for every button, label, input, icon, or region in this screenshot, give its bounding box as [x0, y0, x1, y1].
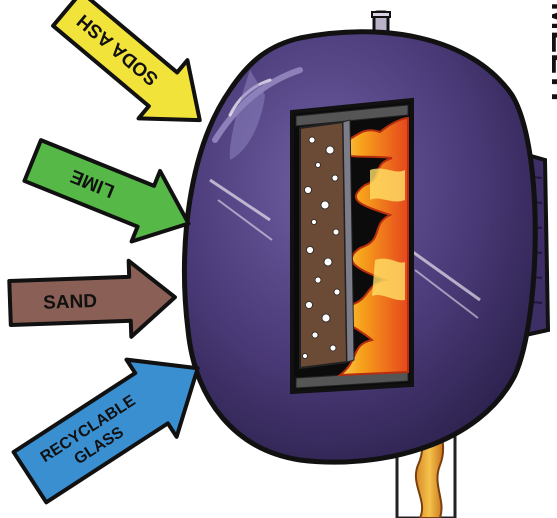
arrow-soda-ash: SODA ASH: [43, 0, 224, 149]
furnace-window: [292, 100, 412, 392]
arrow-lime: LIME: [18, 125, 202, 258]
arrow-sand: SAND: [9, 259, 177, 341]
arrow-recyclable-glass: RECYCLABLE GLASS: [5, 330, 223, 516]
batch-material: [300, 122, 347, 368]
arrow-label-sand: SAND: [43, 291, 98, 314]
melting-side-label: MELTI: [544, 2, 557, 101]
